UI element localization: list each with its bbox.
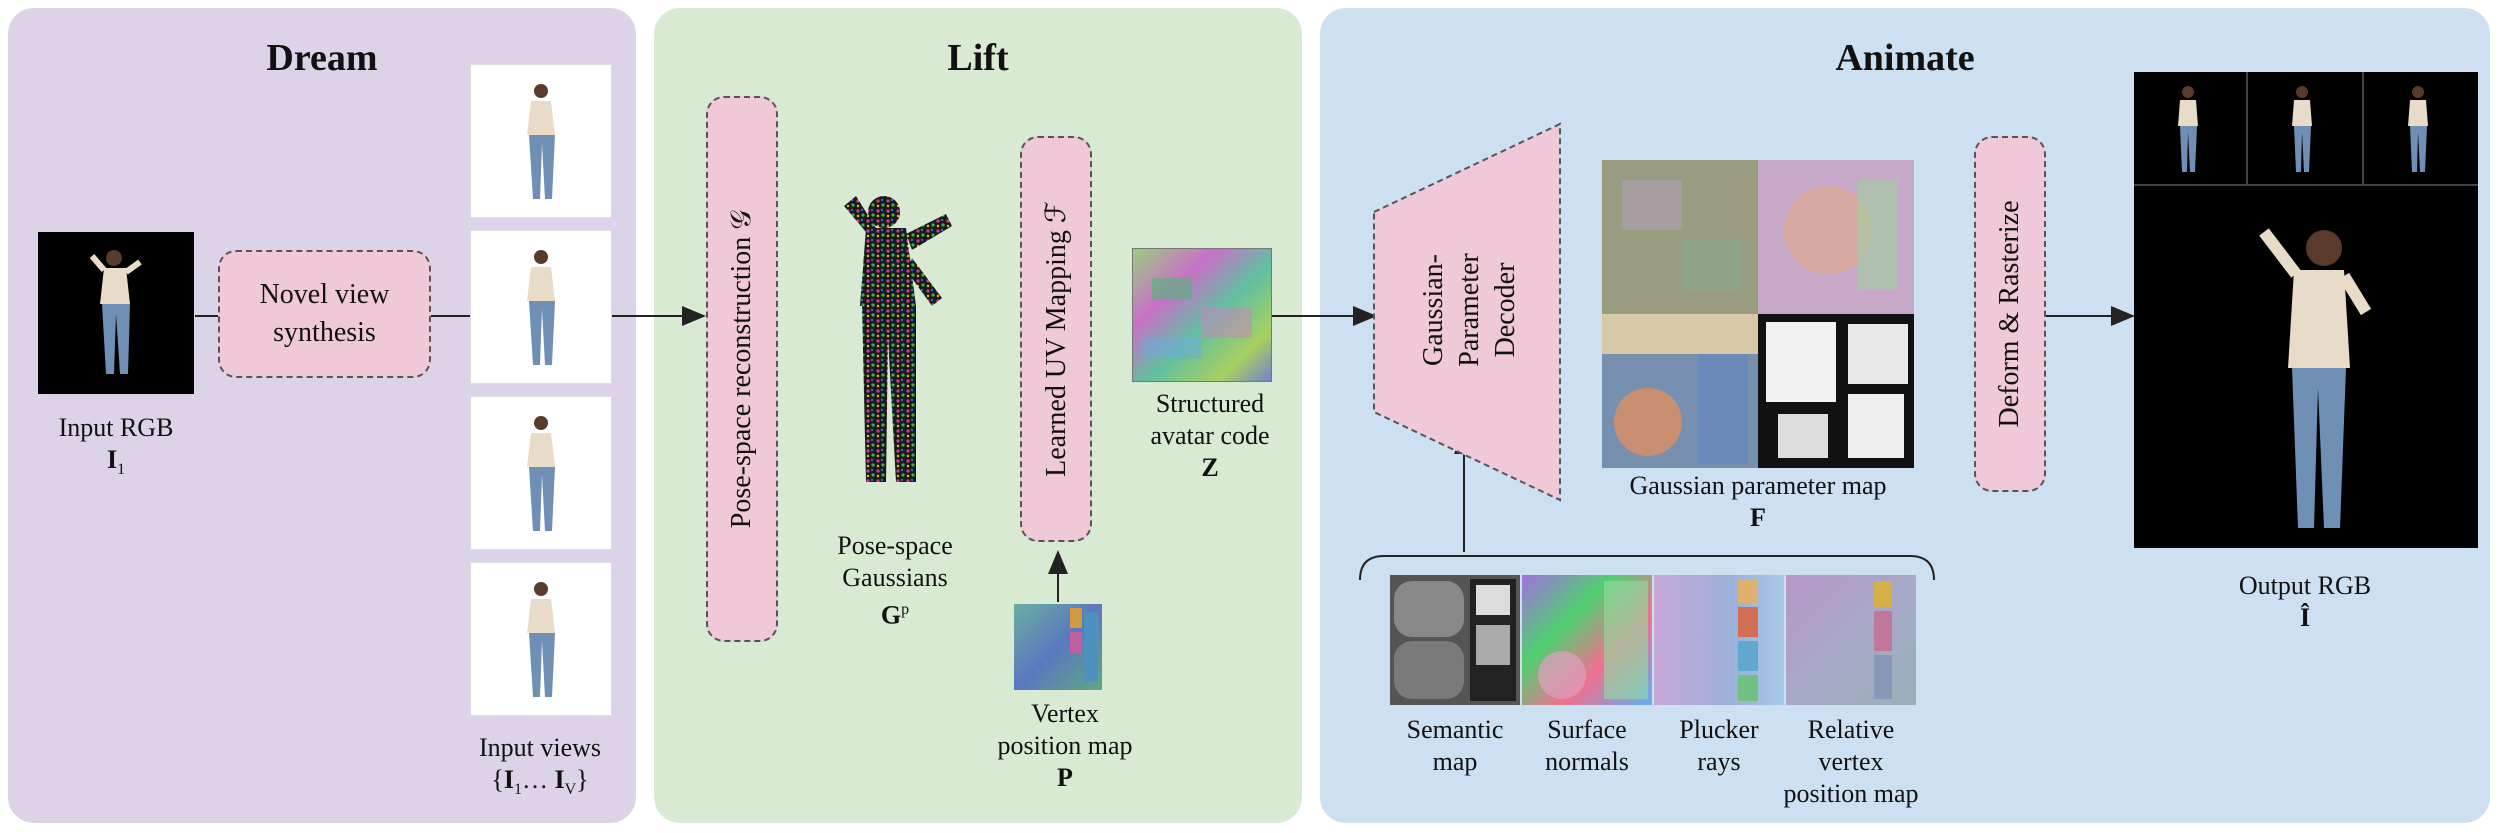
pose-space-gaussians-image <box>844 196 952 482</box>
output-symbol: Î <box>2299 603 2311 632</box>
legend-semantic-line1: Semantic <box>1406 715 1504 744</box>
animate-title: Animate <box>1835 37 1975 79</box>
vertex-position-map-image <box>1014 604 1102 690</box>
gaussian-parameter-map-label: Gaussian parameter map F <box>1580 470 1936 534</box>
legend-relative-line3: position map <box>1783 779 1919 808</box>
relative-vertex-position-map-image <box>1786 575 1916 705</box>
novel-view-line2: synthesis <box>273 317 376 348</box>
legend-normals-line1: Surface <box>1547 715 1627 744</box>
views-iv: I <box>554 765 565 794</box>
surface-normals-image <box>1522 575 1652 705</box>
person-figure-icon <box>527 416 555 531</box>
dream-title: Dream <box>266 37 378 79</box>
gaussians-line2: Gaussians <box>842 563 948 592</box>
gaussians-symbol: G <box>880 600 902 630</box>
novel-view-line1: Novel view <box>259 279 390 310</box>
vertex-symbol: P <box>1057 763 1073 792</box>
param-map-tile-2 <box>1758 160 1914 314</box>
pose-space-gaussians-label: Pose-space Gaussians Gp <box>810 530 980 632</box>
legend-plucker-line1: Plucker <box>1679 715 1759 744</box>
views-brace-close: } <box>576 765 589 794</box>
view-image-3 <box>470 396 612 550</box>
decoder-line2: Parameter <box>1454 253 1485 367</box>
learned-uv-mapping-module: Learned UV Mapping ℱ <box>1020 136 1092 542</box>
legend-semantic-line2: map <box>1432 747 1478 776</box>
deform-rasterize-module: Deform & Rasterize <box>1974 136 2046 492</box>
person-thumb-2-icon <box>2292 86 2312 172</box>
person-figure-icon <box>89 250 142 374</box>
legend-plucker-line2: rays <box>1697 747 1741 776</box>
vertex-line1: Vertex <box>1031 699 1099 728</box>
legend-relative-line1: Relative <box>1807 715 1895 744</box>
pose-recon-text: Pose-space reconstruction 𝒢 <box>726 209 757 529</box>
plucker-rays-image <box>1654 575 1784 705</box>
legend-relative-line2: vertex <box>1818 747 1884 776</box>
legend-label-semantic: Semantic map <box>1380 714 1530 778</box>
input-sub: 1 <box>117 461 126 479</box>
person-figure-icon <box>527 250 555 365</box>
gaussians-line1: Pose-space <box>837 531 953 560</box>
input-views-label: Input views {I1… IV} <box>430 732 650 806</box>
gaussian-parameter-decoder-module <box>1373 122 1561 502</box>
output-rgb-label: Output RGB Î <box>2200 570 2410 634</box>
person-figure-icon <box>527 582 555 697</box>
structured-avatar-code-label: Structured avatar code Z <box>1110 388 1310 484</box>
param-map-tile-4 <box>1758 314 1914 468</box>
input-symbol: I <box>106 445 118 474</box>
person-thumb-3-icon <box>2408 86 2428 172</box>
legend-label-normals: Surface normals <box>1512 714 1662 778</box>
view-image-4 <box>470 562 612 716</box>
views-dots: … <box>521 765 555 794</box>
legend-label-plucker: Plucker rays <box>1644 714 1794 778</box>
pose-space-reconstruction-module: Pose-space reconstruction 𝒢 <box>706 96 778 642</box>
input-views-text: Input views <box>478 733 602 762</box>
uv-mapping-text: Learned UV Mapping ℱ <box>1041 201 1072 477</box>
novel-view-synthesis-module: Novel view synthesis <box>218 250 431 378</box>
input-rgb-image <box>38 232 194 394</box>
code-line1: Structured <box>1155 389 1265 418</box>
person-thumb-1-icon <box>2178 86 2198 172</box>
person-figure-icon <box>527 84 555 199</box>
views-i1: I <box>503 765 514 794</box>
lift-title: Lift <box>947 37 1009 79</box>
semantic-map-image <box>1390 575 1520 705</box>
view-image-2 <box>470 230 612 384</box>
code-line2: avatar code <box>1150 421 1270 450</box>
decoder-line3: Decoder <box>1490 262 1521 358</box>
vertex-line2: position map <box>997 731 1133 760</box>
views-iv-sub: V <box>564 781 577 799</box>
vertex-position-map-label: Vertex position map P <box>980 698 1150 794</box>
view-image-1 <box>470 64 612 218</box>
views-i1-sub: 1 <box>513 781 522 799</box>
param-map-text: Gaussian parameter map <box>1629 471 1887 500</box>
param-map-tile-1 <box>1602 160 1758 314</box>
views-brace-open: { <box>491 765 504 794</box>
person-output-icon <box>2259 228 2372 528</box>
legend-normals-line2: normals <box>1545 747 1629 776</box>
param-map-tile-3 <box>1602 314 1758 468</box>
input-rgb-text: Input RGB <box>58 413 174 442</box>
deform-text: Deform & Rasterize <box>1994 200 2025 428</box>
legend-label-relative-vertex: Relative vertex position map <box>1766 714 1936 810</box>
input-rgb-label: Input RGB I1 <box>20 412 212 486</box>
output-rgb-image <box>2134 72 2478 548</box>
param-map-symbol: F <box>1750 503 1766 532</box>
output-rgb-text: Output RGB <box>2238 571 2372 600</box>
structured-avatar-code-image <box>1132 248 1272 382</box>
gaussians-sup: p <box>901 601 910 618</box>
decoder-label: Gaussian- Parameter Decoder <box>1418 180 1521 440</box>
decoder-line1: Gaussian- <box>1418 254 1449 366</box>
code-symbol: Z <box>1201 453 1219 482</box>
